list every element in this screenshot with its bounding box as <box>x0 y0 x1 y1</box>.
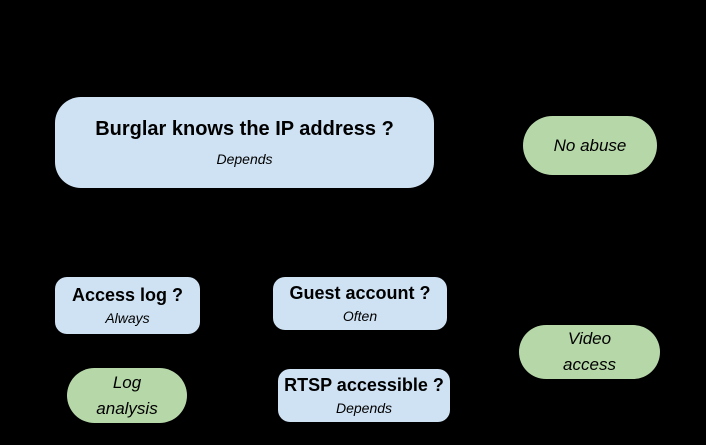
node-subtitle: Often <box>342 308 378 324</box>
node-guest-account-question: Guest account ? Often <box>273 277 447 330</box>
node-label: No abuse <box>553 135 627 155</box>
node-log-analysis-outcome: Log analysis <box>67 368 187 423</box>
node-burglar-ip-question: Burglar knows the IP address ? Depends <box>55 97 434 188</box>
node-label-line2: analysis <box>96 398 158 418</box>
node-subtitle: Always <box>105 310 150 326</box>
node-title: Burglar knows the IP address ? <box>95 118 394 140</box>
node-access-log-question: Access log ? Always <box>55 277 200 334</box>
node-rtsp-accessible-question: RTSP accessible ? Depends <box>278 369 450 422</box>
node-title: RTSP accessible ? <box>284 375 444 395</box>
node-label-line1: Video <box>567 329 612 348</box>
node-label-line1: Log <box>112 372 142 392</box>
node-video-access-outcome: Video access <box>519 325 660 379</box>
node-subtitle: Depends <box>335 400 393 416</box>
node-title: Guest account ? <box>289 283 431 303</box>
node-subtitle: Depends <box>216 151 273 167</box>
node-no-abuse-outcome: No abuse <box>523 116 657 175</box>
node-title: Access log ? <box>71 285 184 305</box>
node-label-line2: access <box>563 355 616 374</box>
